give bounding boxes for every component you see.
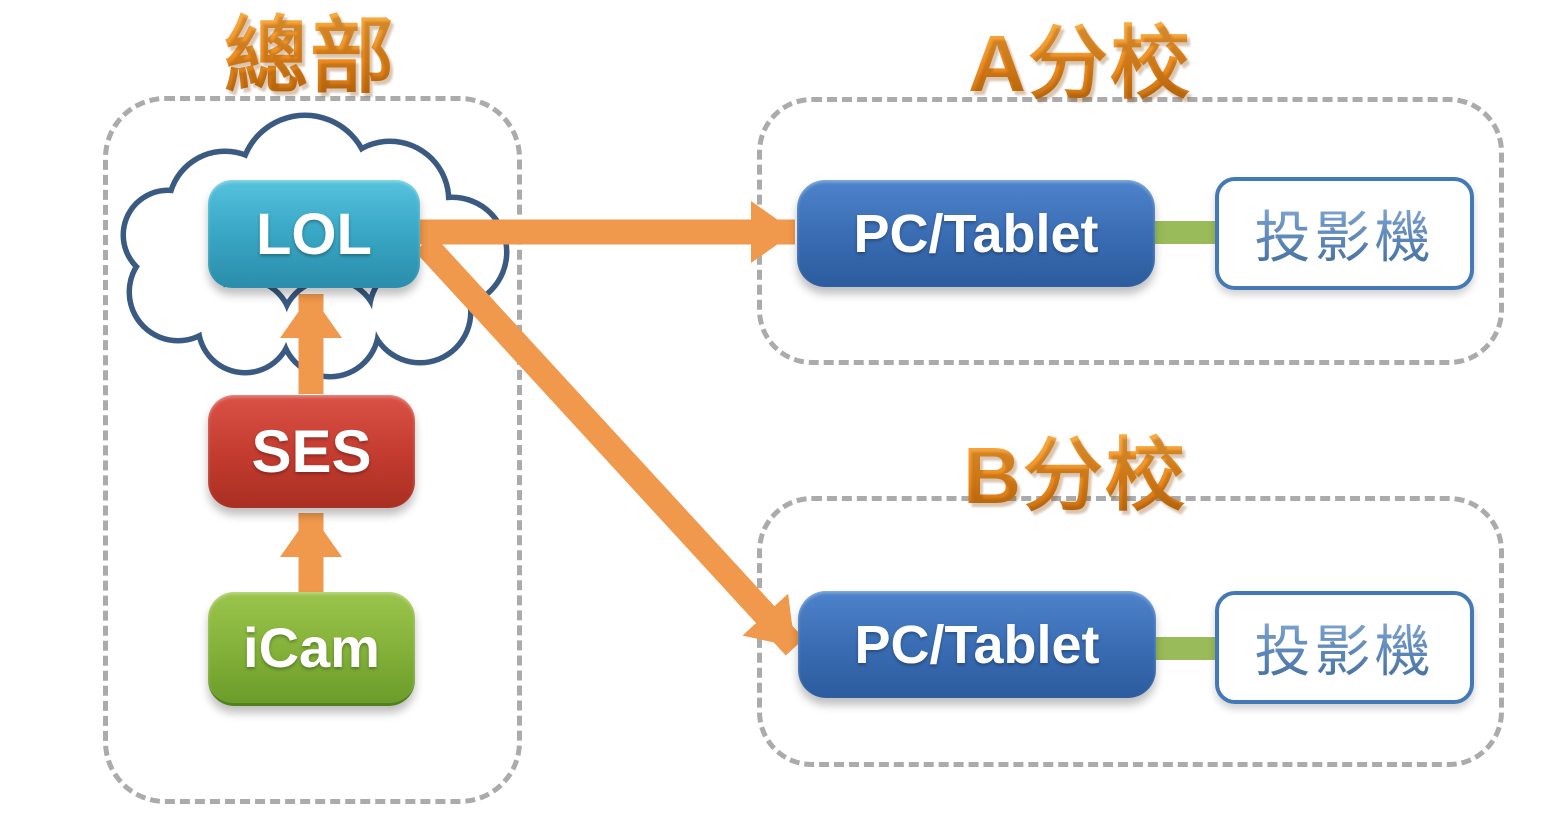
hq-group-title: 總部 bbox=[168, 10, 452, 103]
link-pc-to-projector-a bbox=[1152, 221, 1218, 244]
branch-b-projector-node: 投影機 bbox=[1215, 591, 1474, 704]
arrow-lol-to-branch-b bbox=[414, 234, 805, 656]
branch-b-group-title: B分校 bbox=[898, 432, 1252, 520]
hq-group-frame bbox=[103, 96, 522, 804]
branch-b-pc-tablet-node: PC/Tablet bbox=[798, 591, 1156, 698]
branch-a-group-title: A分校 bbox=[903, 20, 1257, 108]
branch-a-pc-tablet-node: PC/Tablet bbox=[797, 180, 1155, 287]
ses-server-node: SES bbox=[208, 395, 415, 508]
branch-a-projector-node: 投影機 bbox=[1215, 177, 1474, 290]
lol-cloud-node: LOL bbox=[208, 180, 420, 288]
link-pc-to-projector-b bbox=[1152, 637, 1218, 660]
icam-camera-node: iCam bbox=[208, 592, 415, 706]
